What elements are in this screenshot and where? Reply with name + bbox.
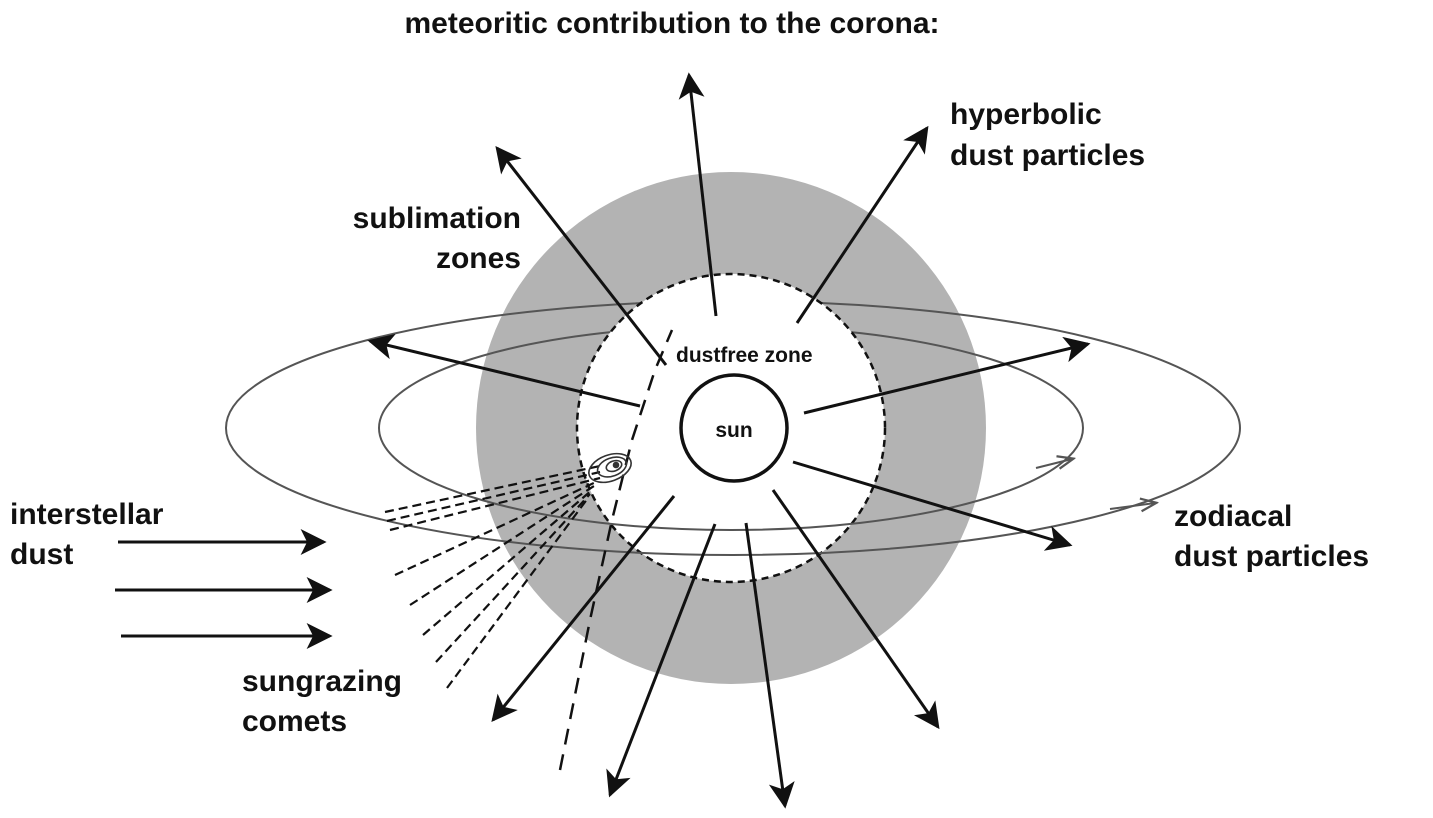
outer-orbit-direction-arrow xyxy=(1109,503,1155,509)
diagram-title: meteoritic contribution to the corona: xyxy=(404,7,939,40)
outflow-arrow-nw xyxy=(495,145,668,366)
sungrazing-comet-tails xyxy=(384,464,601,689)
label-dustfree-zone: dustfree zone xyxy=(676,344,813,367)
label-zodiacal-line2: dust particles xyxy=(1174,540,1369,573)
outflow-arrow-ssw xyxy=(606,523,717,798)
inner-orbit-front xyxy=(378,427,1084,531)
label-hyperbolic-line2: dust particles xyxy=(950,139,1145,172)
label-hyperbolic-line1: hyperbolic xyxy=(950,98,1102,131)
outflow-arrows xyxy=(367,72,1091,809)
outflow-arrow-se xyxy=(792,460,1073,551)
label-sungrazing-line1: sungrazing xyxy=(242,665,402,698)
comet-nucleus xyxy=(588,452,632,484)
outflow-arrow-e xyxy=(803,336,1091,415)
label-sun: sun xyxy=(715,419,752,442)
sun xyxy=(679,373,789,483)
outer-orbit-front xyxy=(225,427,1241,556)
label-sungrazing-line2: comets xyxy=(242,705,347,738)
outflow-arrow-sse xyxy=(771,489,940,730)
label-interstellar-line1: interstellar xyxy=(10,498,164,531)
outflow-arrow-sw xyxy=(491,495,676,723)
outflow-arrow-s xyxy=(744,522,795,809)
label-sublimation-line1: sublimation xyxy=(353,202,521,235)
outflow-arrow-n xyxy=(678,72,718,317)
label-interstellar-line2: dust xyxy=(10,538,73,571)
inner-orbit-direction-arrow xyxy=(1035,459,1072,468)
outflow-arrow-w xyxy=(367,333,641,408)
comet-trajectory xyxy=(558,329,674,771)
outflow-arrow-ne xyxy=(795,125,929,324)
interstellar-dust-arrows xyxy=(115,529,333,649)
label-sublimation-line2: zones xyxy=(436,242,521,275)
label-zodiacal-line1: zodiacal xyxy=(1174,500,1292,533)
